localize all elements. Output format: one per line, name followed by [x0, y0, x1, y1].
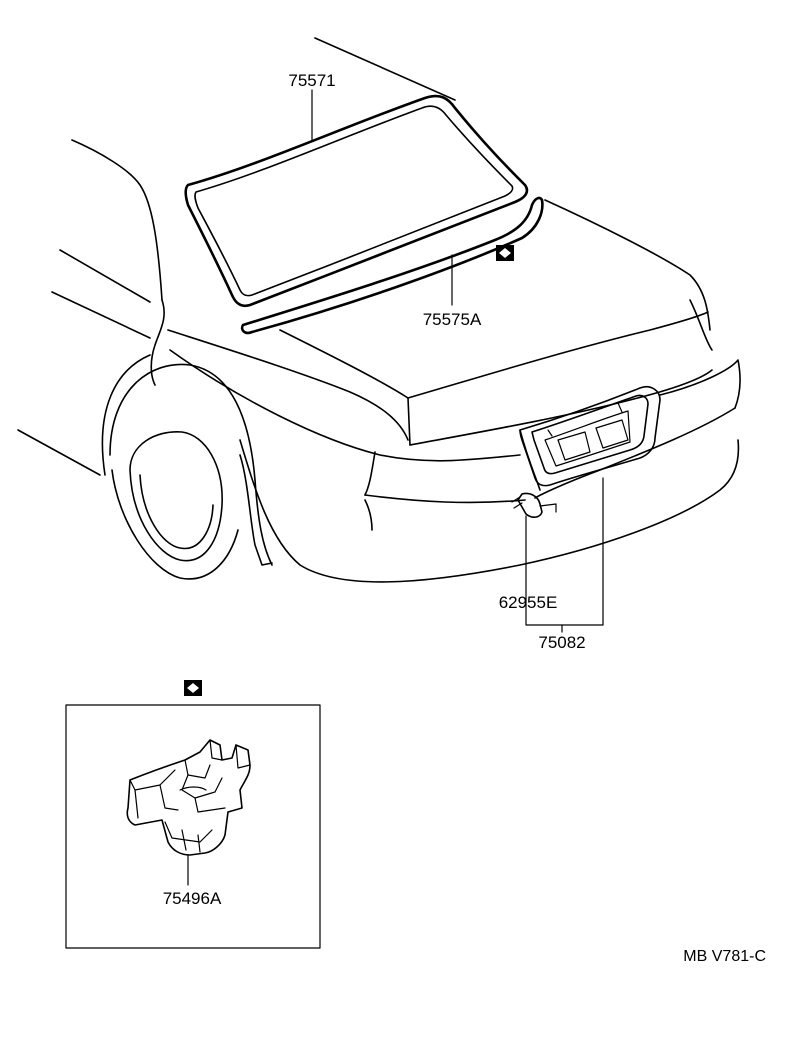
clip-detail-inset: [65, 704, 321, 949]
part-label-62955E: 62955E: [499, 593, 558, 612]
bulb-socket: [511, 492, 557, 619]
part-label-75575A: 75575A: [423, 310, 482, 329]
reference-mark-icon: [184, 680, 202, 696]
rear-window-moulding: [240, 196, 544, 335]
rear-window-weatherstrip: [184, 94, 529, 308]
license-lamp-assembly: [519, 385, 661, 619]
reference-mark-icon: [496, 245, 514, 261]
car-body: [17, 37, 741, 583]
part-label-75571: 75571: [288, 71, 335, 90]
callout-bracket: [525, 617, 604, 626]
diagram-code: MB V781-C: [683, 948, 766, 965]
part-label-75082: 75082: [538, 633, 585, 652]
part-label-75496A: 75496A: [163, 889, 222, 908]
